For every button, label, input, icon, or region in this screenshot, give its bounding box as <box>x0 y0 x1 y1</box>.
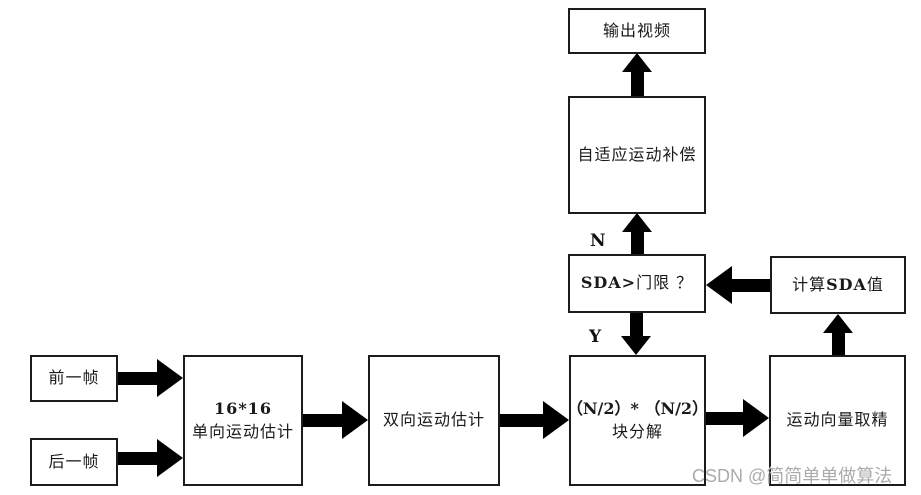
node-unidir-motion-estimation: 16*16 单向运动估计 <box>183 355 303 486</box>
arrow-unidir-to-bidir-icon <box>303 401 368 439</box>
node-next-frame: 后一帧 <box>30 438 118 486</box>
node-label: 前一帧 <box>48 368 100 388</box>
node-adaptive-motion-compensation: 自适应运动补偿 <box>568 96 706 214</box>
node-label: 双向运动估计 <box>382 410 485 430</box>
node-label-line2: 块分解 <box>611 421 663 441</box>
node-sda-threshold-decision: SDA>门限 ？ <box>568 254 706 313</box>
node-label-line1: 16*16 <box>214 399 272 419</box>
node-label-line1: （N/2）* （N/2） <box>566 399 709 419</box>
arrow-prevframe-to-unidir-icon <box>118 359 183 397</box>
node-output-video: 输出视频 <box>568 8 706 54</box>
node-label: SDA>门限 ？ <box>580 273 694 293</box>
branch-label-y: Y <box>589 327 602 347</box>
arrow-mc-to-output-icon <box>622 53 652 96</box>
arrow-refine-to-calcsda-icon <box>823 314 853 355</box>
node-label: 输出视频 <box>602 20 671 40</box>
node-prev-frame: 前一帧 <box>30 355 118 402</box>
arrow-sda-to-mc-icon <box>622 213 652 254</box>
arrow-bidir-to-block-icon <box>500 401 569 439</box>
node-label-line2: 单向运动估计 <box>191 421 294 441</box>
arrow-nextframe-to-unidir-icon <box>118 439 183 477</box>
node-mv-refinement: 运动向量取精 <box>769 355 906 486</box>
node-label: 计算SDA值 <box>792 274 884 294</box>
branch-label-n: N <box>590 231 606 251</box>
arrow-block-to-refine-icon <box>706 399 769 437</box>
node-label: 运动向量取精 <box>786 410 889 430</box>
node-calc-sda: 计算SDA值 <box>770 256 906 314</box>
arrow-calcsda-to-sda-icon <box>706 266 770 304</box>
node-label: 后一帧 <box>48 451 100 471</box>
node-label: 自适应运动补偿 <box>577 144 697 164</box>
arrow-sda-to-block-icon <box>621 313 651 355</box>
node-block-decomposition: （N/2）* （N/2） 块分解 <box>566 355 709 486</box>
node-bidir-motion-estimation: 双向运动估计 <box>368 355 500 486</box>
csdn-watermark: CSDN @简简单单做算法 <box>692 466 893 486</box>
